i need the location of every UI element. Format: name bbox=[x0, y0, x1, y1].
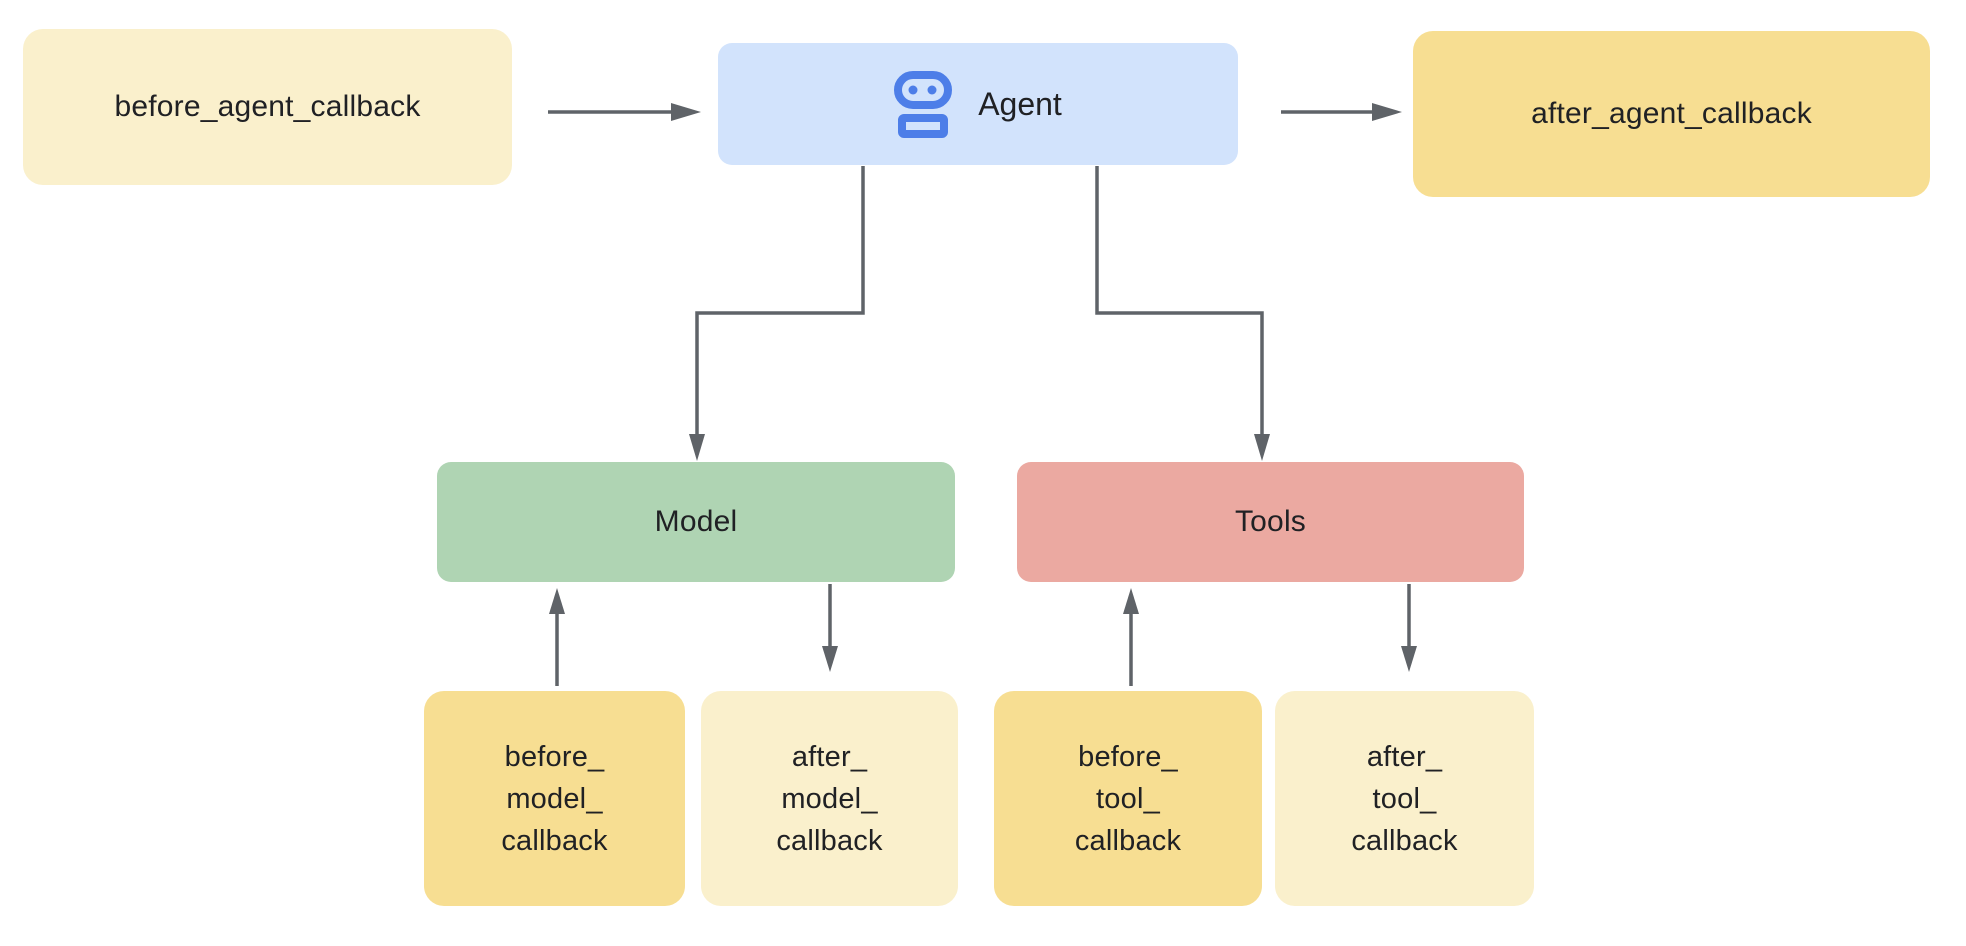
node-after-tool-callback: after_ tool_ callback bbox=[1275, 691, 1534, 906]
arrow-agent-to-tools bbox=[1095, 166, 1270, 461]
node-agent: Agent bbox=[718, 43, 1238, 165]
arrow-before-tool-to-tools bbox=[1123, 588, 1139, 686]
arrow-tools-to-after-tool bbox=[1401, 584, 1417, 672]
node-before-model-callback: before_ model_ callback bbox=[424, 691, 685, 906]
tools-label: Tools bbox=[1234, 505, 1307, 538]
node-model: Model bbox=[437, 462, 955, 582]
node-after-model-callback: after_ model_ callback bbox=[701, 691, 958, 906]
arrow-before-model-to-model bbox=[549, 588, 565, 686]
model-label: Model bbox=[654, 505, 738, 538]
robot-icon bbox=[894, 70, 953, 138]
node-tools: Tools bbox=[1017, 462, 1524, 582]
before-tool-callback-label: before_ tool_ callback bbox=[1074, 740, 1182, 857]
agent-label: Agent bbox=[978, 85, 1062, 122]
arrow-model-to-after-model bbox=[822, 584, 838, 672]
node-before-tool-callback: before_ tool_ callback bbox=[994, 691, 1262, 906]
arrow-agent-to-model bbox=[689, 166, 865, 461]
after-agent-callback-label: after_agent_callback bbox=[1531, 97, 1812, 130]
before-agent-callback-label: before_agent_callback bbox=[114, 90, 421, 123]
after-tool-callback-label: after_ tool_ callback bbox=[1351, 740, 1458, 857]
arrow-agent-to-after-agent bbox=[1281, 103, 1402, 121]
node-before-agent-callback: before_agent_callback bbox=[23, 29, 512, 185]
before-model-callback-label: before_ model_ callback bbox=[501, 740, 608, 857]
after-model-callback-label: after_ model_ callback bbox=[776, 740, 883, 857]
node-after-agent-callback: after_agent_callback bbox=[1413, 31, 1930, 197]
arrow-before-agent-to-agent bbox=[548, 103, 701, 121]
